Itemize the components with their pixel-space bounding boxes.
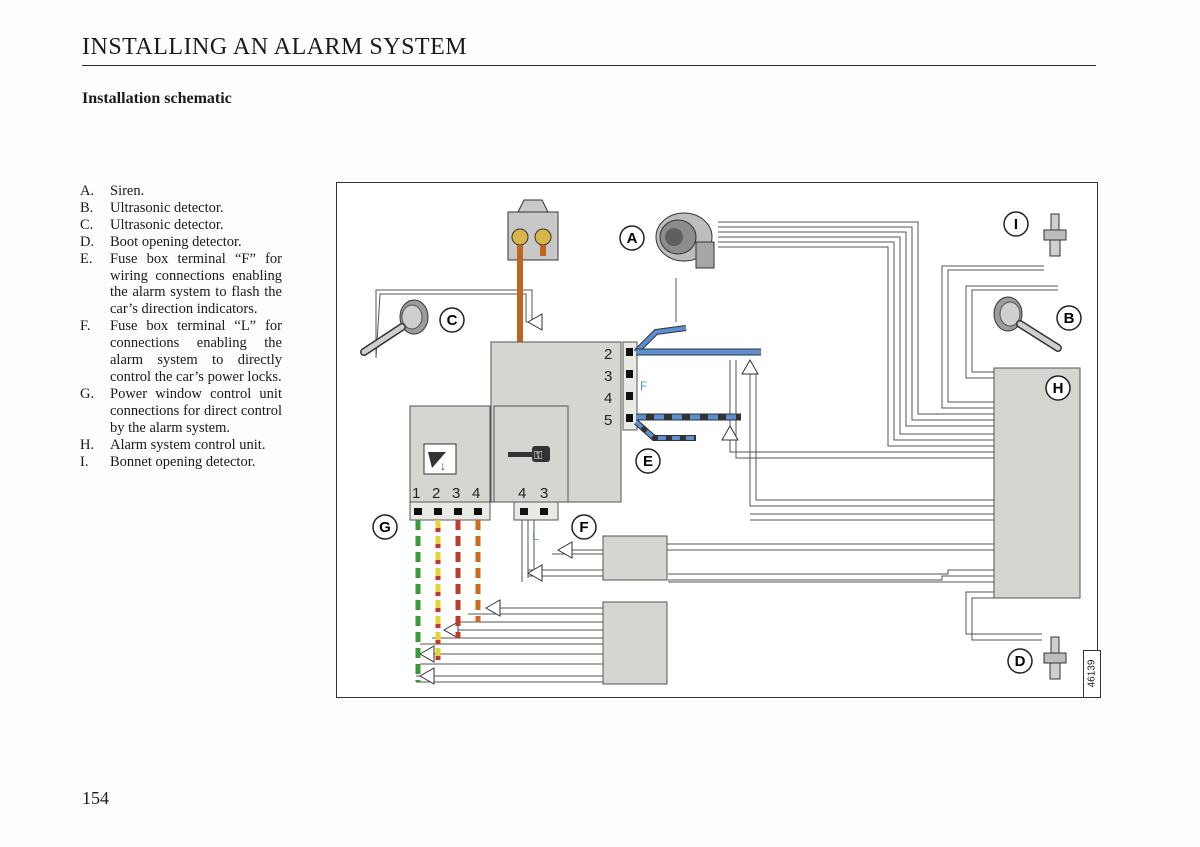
lock-relay-module (602, 535, 668, 581)
window-terminal-1: 1 (412, 485, 420, 502)
legend-text: Ultrasonic detector. (110, 199, 224, 216)
fuse-tag-f: F (640, 379, 647, 393)
legend-key: E. (80, 250, 93, 267)
wire-harnesses (375, 221, 1058, 683)
label-f: F (579, 519, 588, 536)
legend-item-c: C. Ultrasonic detector. (80, 217, 282, 234)
lock-terminal-4: 4 (518, 485, 526, 502)
section-subtitle: Installation schematic (82, 90, 232, 107)
label-i: I (1014, 216, 1018, 233)
relay-connector (507, 199, 559, 342)
window-relay-module (602, 601, 668, 685)
legend-item-e: E. Fuse box terminal “F” for wiring conne… (80, 251, 282, 319)
fuse-terminal-pins (626, 348, 633, 422)
legend-key: G. (80, 385, 95, 402)
window-terminal-2: 2 (432, 485, 440, 502)
window-terminal-pins (414, 508, 482, 515)
window-terminal-strip (409, 501, 491, 521)
legend-item-i: I. Bonnet opening detector. (80, 454, 282, 471)
key-icon: ⚿ (534, 450, 542, 462)
legend-text: Alarm system control unit. (110, 436, 266, 453)
legend-list: A. Siren. B. Ultrasonic detector. C. Ultras… (80, 183, 282, 470)
page-number: 154 (82, 788, 109, 808)
blue-wires-e (633, 325, 761, 441)
label-d: D (1015, 653, 1026, 670)
label-a: A (627, 230, 638, 247)
ultrasonic-detector-b (993, 296, 1062, 352)
legend-item-h: H. Alarm system control unit. (80, 437, 282, 454)
lock-terminal-strip (513, 501, 559, 521)
component-labels: A B C D E F G H I (372, 211, 1082, 674)
bonnet-detector-i (1043, 213, 1067, 257)
fuse-terminal-5: 5 (604, 412, 612, 429)
title-rule (82, 65, 1096, 66)
reference-code: 46139 (1086, 659, 1098, 688)
fuse-terminal-4: 4 (604, 390, 612, 407)
lock-tag-l: L (532, 529, 539, 543)
lock-terminal-numbers: 4 3 (518, 485, 548, 502)
legend-key: I. (80, 453, 89, 470)
legend-item-a: A. Siren. (80, 183, 282, 200)
label-b: B (1064, 310, 1075, 327)
legend-key: B. (80, 199, 94, 216)
lock-terminal-pins (520, 508, 548, 515)
legend-key: C. (80, 216, 94, 233)
arrow-heads (418, 313, 759, 685)
alarm-control-unit (993, 367, 1081, 599)
label-e: E (643, 453, 653, 470)
lock-terminal-3: 3 (540, 485, 548, 502)
fuse-terminal-strip (622, 341, 638, 431)
legend-text: Siren. (110, 183, 145, 199)
fuse-terminal-3: 3 (604, 368, 612, 385)
power-window-unit: ↓ (409, 405, 491, 503)
window-switch-icon: ↓ (440, 459, 446, 473)
reference-code-box: 46139 (1083, 650, 1101, 698)
legend-item-f: F. Fuse box terminal “L” for connections … (80, 318, 282, 386)
page-title: INSTALLING AN ALARM SYSTEM (82, 34, 468, 60)
legend-item-d: D. Boot opening detector. (80, 234, 282, 251)
legend-key: F. (80, 318, 91, 335)
legend-item-b: B. Ultrasonic detector. (80, 200, 282, 217)
fuse-terminal-2: 2 (604, 346, 612, 363)
window-colored-wires (415, 520, 481, 682)
legend-key: H. (80, 436, 95, 453)
legend-key: D. (80, 233, 95, 250)
window-terminal-4: 4 (472, 485, 480, 502)
legend-text: Fuse box terminal “F” for wiring connect… (110, 250, 282, 318)
siren-a (655, 212, 715, 269)
legend-key: A. (80, 183, 95, 199)
legend-text: Fuse box terminal “L” for connections en… (110, 318, 282, 385)
legend-text: Boot opening detector. (110, 233, 242, 250)
ultrasonic-detector-c (360, 299, 429, 356)
legend-text: Power window control unit connections fo… (110, 385, 282, 436)
label-g: G (379, 519, 391, 536)
power-lock-unit: ⚿ (493, 405, 569, 503)
label-c: C (447, 312, 458, 329)
installation-schematic: 2 3 4 5 F ↓ 1 2 3 4 (336, 182, 1098, 698)
window-terminal-3: 3 (452, 485, 460, 502)
boot-detector-d (1043, 636, 1067, 680)
fuse-terminal-numbers: 2 3 4 5 (604, 346, 612, 429)
label-h: H (1053, 380, 1064, 397)
legend-text: Ultrasonic detector. (110, 216, 224, 233)
window-terminal-numbers: 1 2 3 4 (412, 485, 480, 502)
legend-item-g: G. Power window control unit connections … (80, 386, 282, 437)
legend-text: Bonnet opening detector. (110, 453, 256, 470)
